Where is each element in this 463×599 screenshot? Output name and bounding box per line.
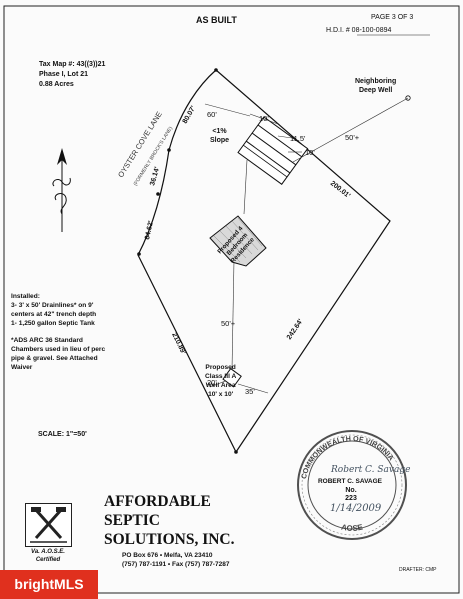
well-area-box: [222, 367, 242, 388]
dim-10a: 10': [259, 114, 269, 123]
slope-value: <1%: [212, 128, 227, 135]
seal-signature: Robert C. Savage: [330, 465, 410, 475]
well-area-line: Well Area: [205, 382, 236, 389]
dim-64-62: 64.62': [144, 220, 155, 241]
dim-11-5: 11.5': [290, 134, 306, 143]
company-name: AFFORDABLE SEPTIC SOLUTIONS, INC.: [104, 492, 235, 549]
neighboring-well-line2: Deep Well: [358, 87, 393, 94]
well-area-line: Proposed: [205, 364, 236, 371]
ads-note-line: *ADS ARC 36 Standard: [11, 337, 83, 344]
dim-60: 60': [207, 110, 217, 119]
dim-50-plus-well: 50'+: [345, 133, 360, 142]
sewer-line: [243, 159, 248, 215]
company-name-line1: AFFORDABLE: [104, 493, 211, 510]
well-setback-35: [237, 383, 269, 394]
company-name-line2: SEPTIC: [104, 512, 160, 529]
seal-ring-bottom-text: AOSE: [340, 522, 364, 533]
ads-note-line: Waiver: [11, 364, 33, 371]
ads-note-line: pipe & gravel. See Attached: [11, 355, 98, 362]
ads-note-line: Chambers used in lieu of perc: [11, 346, 106, 353]
dim-35: 35': [245, 387, 255, 396]
installed-line: 3- 3' x 50' Drainlines* on 9': [11, 302, 94, 309]
boundary-vertex: [156, 192, 160, 196]
seal-name: ROBERT C. SAVAGE: [317, 478, 383, 485]
logo-caption-line2: Certified: [35, 557, 61, 563]
installed-line: 1- 1,250 gallon Septic Tank: [11, 320, 95, 327]
phase-lot: Phase I, Lot 21: [39, 71, 89, 78]
north-arrow-icon: [52, 148, 71, 232]
company-phones: (757) 787-1191 • Fax (757) 787-7287: [122, 561, 230, 568]
slope-label: <1% Slope: [210, 127, 229, 145]
property-boundary: [137, 69, 391, 454]
boundary-vertex: [234, 450, 238, 454]
seal-number: No. 223: [322, 487, 380, 503]
parcel-info: Tax Map #: 43((3))21 Phase I, Lot 21 0.8…: [39, 60, 105, 90]
scale-label: SCALE: 1"=50': [38, 431, 87, 438]
installed-line: Installed:: [11, 293, 40, 300]
page-number: PAGE 3 OF 3: [371, 14, 414, 21]
well-area-line: 10' x 10': [208, 391, 234, 398]
dim-36-14: 36.14': [149, 166, 161, 187]
dim-242-64: 242.64': [286, 318, 305, 341]
page-title: AS BUILT: [196, 15, 237, 25]
dim-210-89: 210.89': [170, 332, 187, 356]
logo-caption-line1: Va. A.O.S.E.: [31, 549, 65, 555]
dimension-line-60: [204, 103, 251, 117]
installed-notes: Installed: 3- 3' x 50' Drainlines* on 9'…: [11, 292, 96, 328]
hdi-number: H.D.I. # 08-100-0894: [326, 27, 392, 34]
drainfield: [237, 116, 309, 185]
boundary-vertex: [167, 148, 171, 152]
acreage: 0.88 Acres: [39, 81, 74, 88]
proposed-well-area-label: Proposed Class III A Well Area 10' x 10': [205, 363, 236, 399]
residence-hatch: [213, 217, 263, 263]
neighboring-well-line1: Neighboring: [355, 78, 397, 85]
slope-word: Slope: [210, 137, 230, 144]
drafter-label: DRAFTER: CMP: [399, 567, 437, 573]
dimension-line-11-5: [277, 135, 293, 139]
well-setback-line: [292, 97, 409, 163]
company-address: PO Box 676 • Melfa, VA 23410: [122, 552, 213, 559]
dim-80-07: 80.07': [182, 105, 198, 125]
dim-20: 20': [207, 378, 217, 387]
well-area-line: Class III A: [205, 373, 237, 380]
boundary-vertex: [137, 252, 141, 256]
seal-number-label: No.: [345, 487, 357, 494]
ads-note: *ADS ARC 36 Standard Chambers used in li…: [11, 336, 105, 372]
seal-date: 1/14/2009: [330, 503, 382, 514]
well-to-house-line: [231, 259, 235, 371]
proposed-residence: [209, 215, 267, 267]
seal-number-value: 223: [345, 495, 357, 502]
neighboring-well-marker: [405, 95, 411, 101]
svg-text:AOSE: AOSE: [340, 522, 364, 533]
tax-map: Tax Map #: 43((3))21: [39, 61, 106, 68]
page-frame: [3, 5, 460, 594]
dim-200-01: 200.01': [329, 180, 352, 200]
installed-line: centers at 42" trench depth: [11, 311, 97, 318]
neighboring-well-label: Neighboring Deep Well: [355, 77, 396, 95]
brightmls-watermark: brightMLS: [0, 570, 98, 599]
dimension-line-10a: [249, 113, 279, 125]
logo-caption: Va. A.O.S.E. Certified: [20, 548, 76, 564]
company-name-line3: SOLUTIONS, INC.: [104, 531, 235, 548]
dim-50-plus: 50'+: [221, 319, 236, 328]
aose-logo-icon: [25, 503, 72, 547]
dim-10b: 10': [305, 148, 315, 157]
boundary-vertex: [214, 68, 218, 72]
